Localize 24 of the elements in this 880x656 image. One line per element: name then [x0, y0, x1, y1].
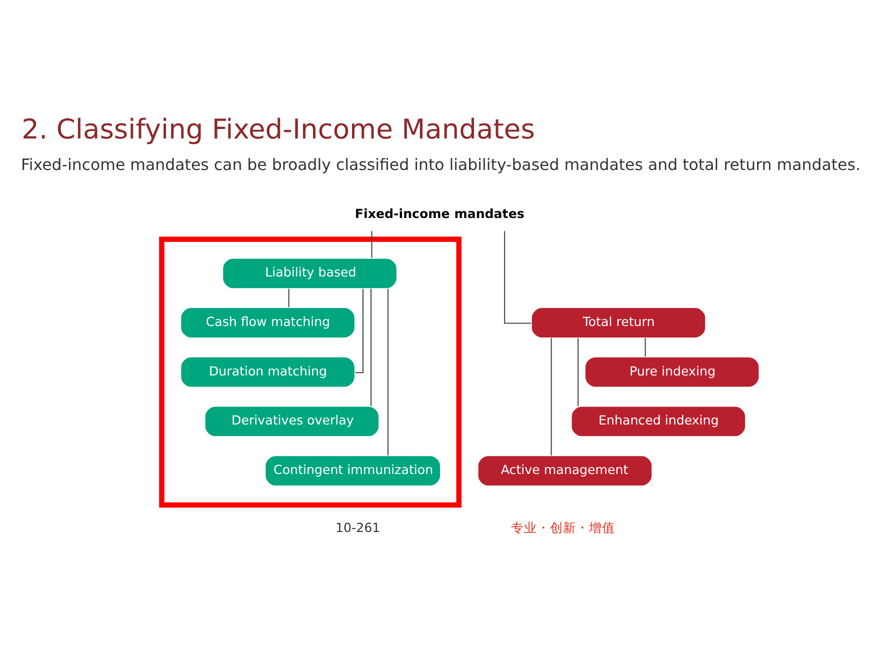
- label: 专业・创新・增值: [510, 520, 615, 535]
- node-box: Active management: [477, 455, 653, 487]
- connector: [644, 338, 646, 357]
- connector: [578, 338, 579, 406]
- node-box: Liability based: [222, 258, 398, 290]
- node-box: Pure indexing: [584, 356, 760, 388]
- connector: [550, 338, 552, 456]
- node-box: Contingent immunization: [264, 455, 442, 487]
- connector: [504, 231, 532, 324]
- label: 10-261: [336, 520, 380, 535]
- connector: [371, 231, 372, 258]
- diagram-title: 2. Classifying Fixed-Income Mandates: [22, 114, 535, 146]
- connector: [355, 288, 364, 374]
- connector: [370, 288, 372, 406]
- node-box: Duration matching: [180, 356, 356, 388]
- node-text: Fixed-income mandates: [354, 206, 524, 221]
- connector: [388, 288, 389, 456]
- node-box: Total return: [530, 307, 706, 338]
- node-box: Derivatives overlay: [204, 406, 380, 438]
- connector: [288, 288, 290, 308]
- label: Fixed-income mandates can be broadly classified into liability-based mandates and total return mandates.: [21, 154, 860, 174]
- cluster: [159, 236, 462, 508]
- node-box: Enhanced indexing: [570, 406, 746, 438]
- node-box: Cash flow matching: [180, 307, 356, 338]
